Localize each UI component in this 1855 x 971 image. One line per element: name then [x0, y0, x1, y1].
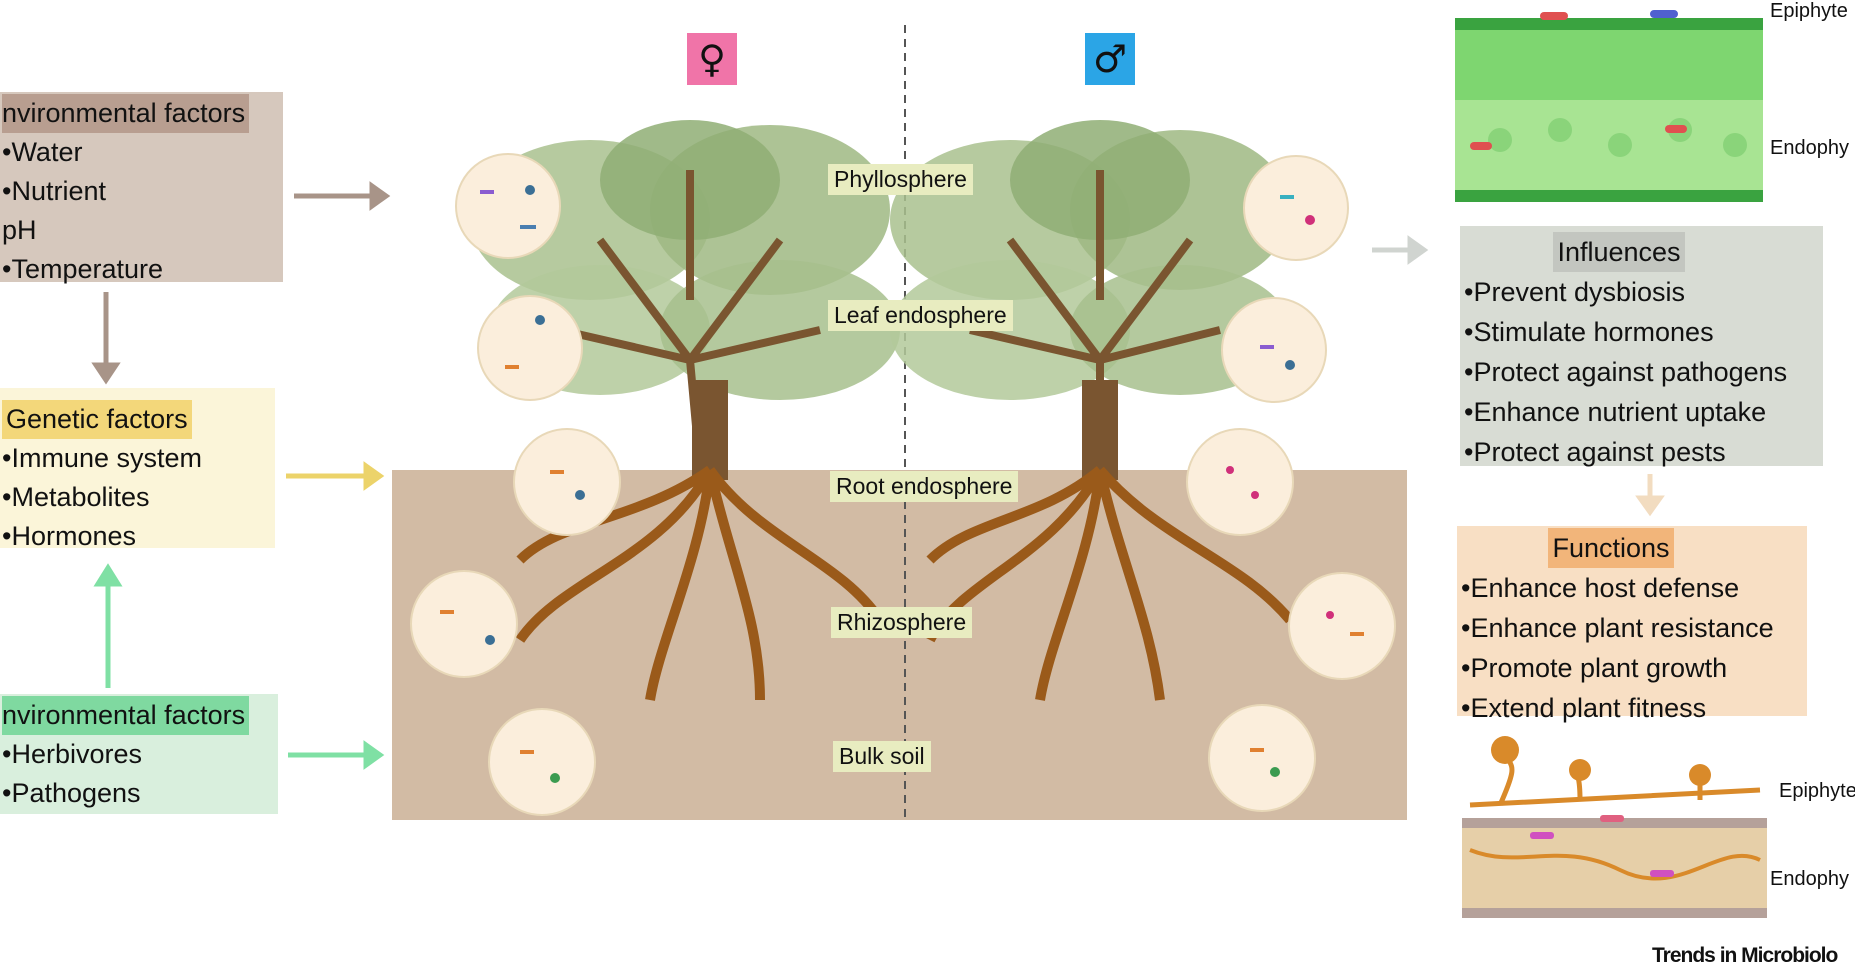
influence-item: •Enhance nutrient uptake — [1464, 397, 1767, 427]
biotic-factors-title: nvironmental factors — [2, 696, 250, 735]
root-endophyte-label: Endophy — [1770, 868, 1849, 890]
root-epiphyte-label: Epiphyte — [1779, 780, 1855, 802]
microbe-circle — [1288, 572, 1396, 680]
biotic-factor-item: •Herbivores — [2, 739, 142, 769]
male-symbol: ♂ — [1085, 33, 1135, 85]
zone-label-phyllosphere: Phyllosphere — [828, 164, 973, 195]
function-item: •Enhance host defense — [1461, 573, 1740, 603]
genetic-factor-item: •Hormones — [2, 521, 136, 551]
env-factor-item: •Water — [2, 137, 83, 167]
functions-box: Functions •Enhance host defense •Enhance… — [1457, 526, 1807, 723]
zone-label-leaf-endosphere: Leaf endosphere — [828, 300, 1013, 331]
microbe-circle — [477, 295, 583, 401]
arrow-influences-to-functions — [1635, 474, 1665, 517]
env-factor-item: •Temperature — [2, 254, 164, 284]
arrow-env-to-tree — [294, 181, 391, 211]
env-factors-box: nvironmental factors •Water •Nutrient pH… — [0, 92, 283, 284]
leaf-cross-section — [1455, 10, 1763, 202]
function-item: •Enhance plant resistance — [1461, 613, 1774, 643]
influences-title: Influences — [1553, 232, 1685, 272]
arrow-biotic-to-genetic — [93, 563, 123, 688]
genetic-factor-item: •Immune system — [2, 443, 202, 473]
microbe-circle — [1243, 155, 1349, 261]
microbe-circle — [1208, 704, 1316, 812]
influence-item: •Prevent dysbiosis — [1464, 277, 1686, 307]
arrow-biotic-to-tree — [288, 740, 385, 770]
influences-box: Influences •Prevent dysbiosis •Stimulate… — [1460, 226, 1823, 467]
zone-label-root-endosphere: Root endosphere — [830, 471, 1019, 502]
microbe-circle — [1221, 297, 1327, 403]
function-item: •Promote plant growth — [1461, 653, 1728, 683]
microbe-circle — [488, 708, 596, 816]
microbe-circles — [410, 153, 1396, 816]
microbe-circle — [1186, 428, 1294, 536]
arrow-env-to-genetic — [91, 292, 121, 385]
arrow-genetic-to-tree — [286, 461, 385, 491]
genetic-factor-item: •Metabolites — [2, 482, 150, 512]
genetic-factors-title: Genetic factors — [2, 400, 192, 439]
root-cross-section — [1462, 736, 1767, 918]
influence-item: •Stimulate hormones — [1464, 317, 1714, 347]
biotic-factors-box: nvironmental factors •Herbivores •Pathog… — [0, 694, 278, 814]
zone-label-bulk-soil: Bulk soil — [833, 741, 931, 772]
microbe-circle — [455, 153, 561, 259]
microbe-dots — [440, 185, 1364, 783]
journal-credit: Trends in Microbiolo — [1652, 944, 1838, 967]
leaf-epiphyte-label: Epiphyte — [1770, 0, 1848, 22]
leaf-endophyte-label: Endophy — [1770, 137, 1849, 159]
microbe-circle — [513, 428, 621, 536]
function-item: •Extend plant fitness — [1461, 693, 1707, 723]
zone-label-rhizosphere: Rhizosphere — [831, 607, 973, 638]
functions-title: Functions — [1548, 528, 1674, 568]
arrow-tree-to-influences — [1372, 235, 1429, 265]
env-factor-item: •Nutrient — [2, 176, 106, 206]
env-factor-item: pH — [2, 215, 37, 245]
env-factors-title: nvironmental factors — [2, 94, 250, 133]
biotic-factor-item: •Pathogens — [2, 778, 141, 808]
genetic-factors-box: Genetic factors •Immune system •Metaboli… — [0, 388, 275, 551]
influence-item: •Protect against pests — [1464, 437, 1726, 467]
female-symbol: ♀ — [687, 33, 737, 85]
influence-item: •Protect against pathogens — [1464, 357, 1788, 387]
microbe-circle — [410, 570, 518, 678]
